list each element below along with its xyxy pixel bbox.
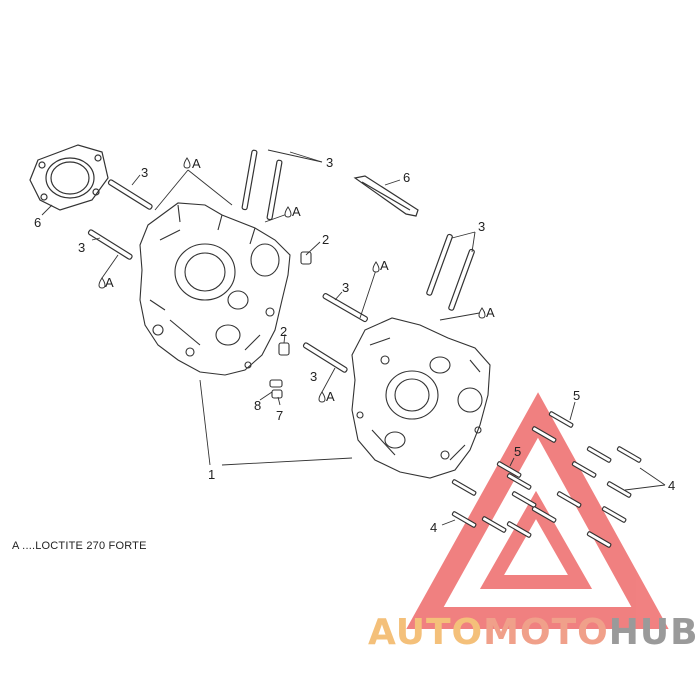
- watermark-part-auto: AUTO: [368, 612, 484, 653]
- callout-3-left: 3: [78, 240, 85, 255]
- callout-3-mid: 3: [342, 280, 349, 295]
- dowels-pins: [269, 251, 312, 399]
- callout-7: 7: [276, 408, 283, 423]
- callout-A-2: A: [292, 204, 301, 219]
- bolts-group: [451, 411, 642, 548]
- callout-6-right: 6: [403, 170, 410, 185]
- callout-3-right: 3: [478, 219, 485, 234]
- crankcase-gasket: [353, 175, 419, 217]
- watermark-logo-triangle: [406, 392, 669, 629]
- callout-4-right: 4: [668, 478, 675, 493]
- head-gasket-left: [29, 144, 109, 211]
- callout-4-left: 4: [430, 520, 437, 535]
- callout-A-4: A: [380, 258, 389, 273]
- crankcase-left-half: [139, 202, 291, 376]
- callout-A-6: A: [326, 389, 335, 404]
- callout-5-top: 5: [573, 388, 580, 403]
- callout-6-left: 6: [34, 215, 41, 230]
- callout-3-top: 3: [326, 155, 333, 170]
- loctite-legend: A ....LOCTITE 270 FORTE: [12, 540, 147, 552]
- callout-5-mid: 5: [514, 444, 521, 459]
- loctite-drop-icons: [98, 157, 486, 403]
- callout-1: 1: [208, 467, 215, 482]
- callout-8: 8: [254, 398, 261, 413]
- callout-2-b: 2: [280, 324, 287, 339]
- callout-A-5: A: [486, 305, 495, 320]
- crankcase-right-half: [351, 317, 491, 479]
- watermark-part-moto: MOTO: [483, 612, 609, 653]
- watermark-logo-text: AUTOMOTOHUB: [368, 612, 699, 653]
- callout-A-1: A: [192, 156, 201, 171]
- studs-group: [87, 149, 475, 373]
- callout-3-a: 3: [141, 165, 148, 180]
- watermark-part-hub: HUB: [608, 612, 699, 653]
- callout-2-a: 2: [322, 232, 329, 247]
- callout-3-low: 3: [310, 369, 317, 384]
- leader-lines: [41, 149, 666, 526]
- callout-A-3: A: [105, 275, 114, 290]
- callout-labels: 6 3 A 3 6 A 2 3 A 3 A 3 A 2 3 A 8 7 1 5 …: [34, 155, 675, 535]
